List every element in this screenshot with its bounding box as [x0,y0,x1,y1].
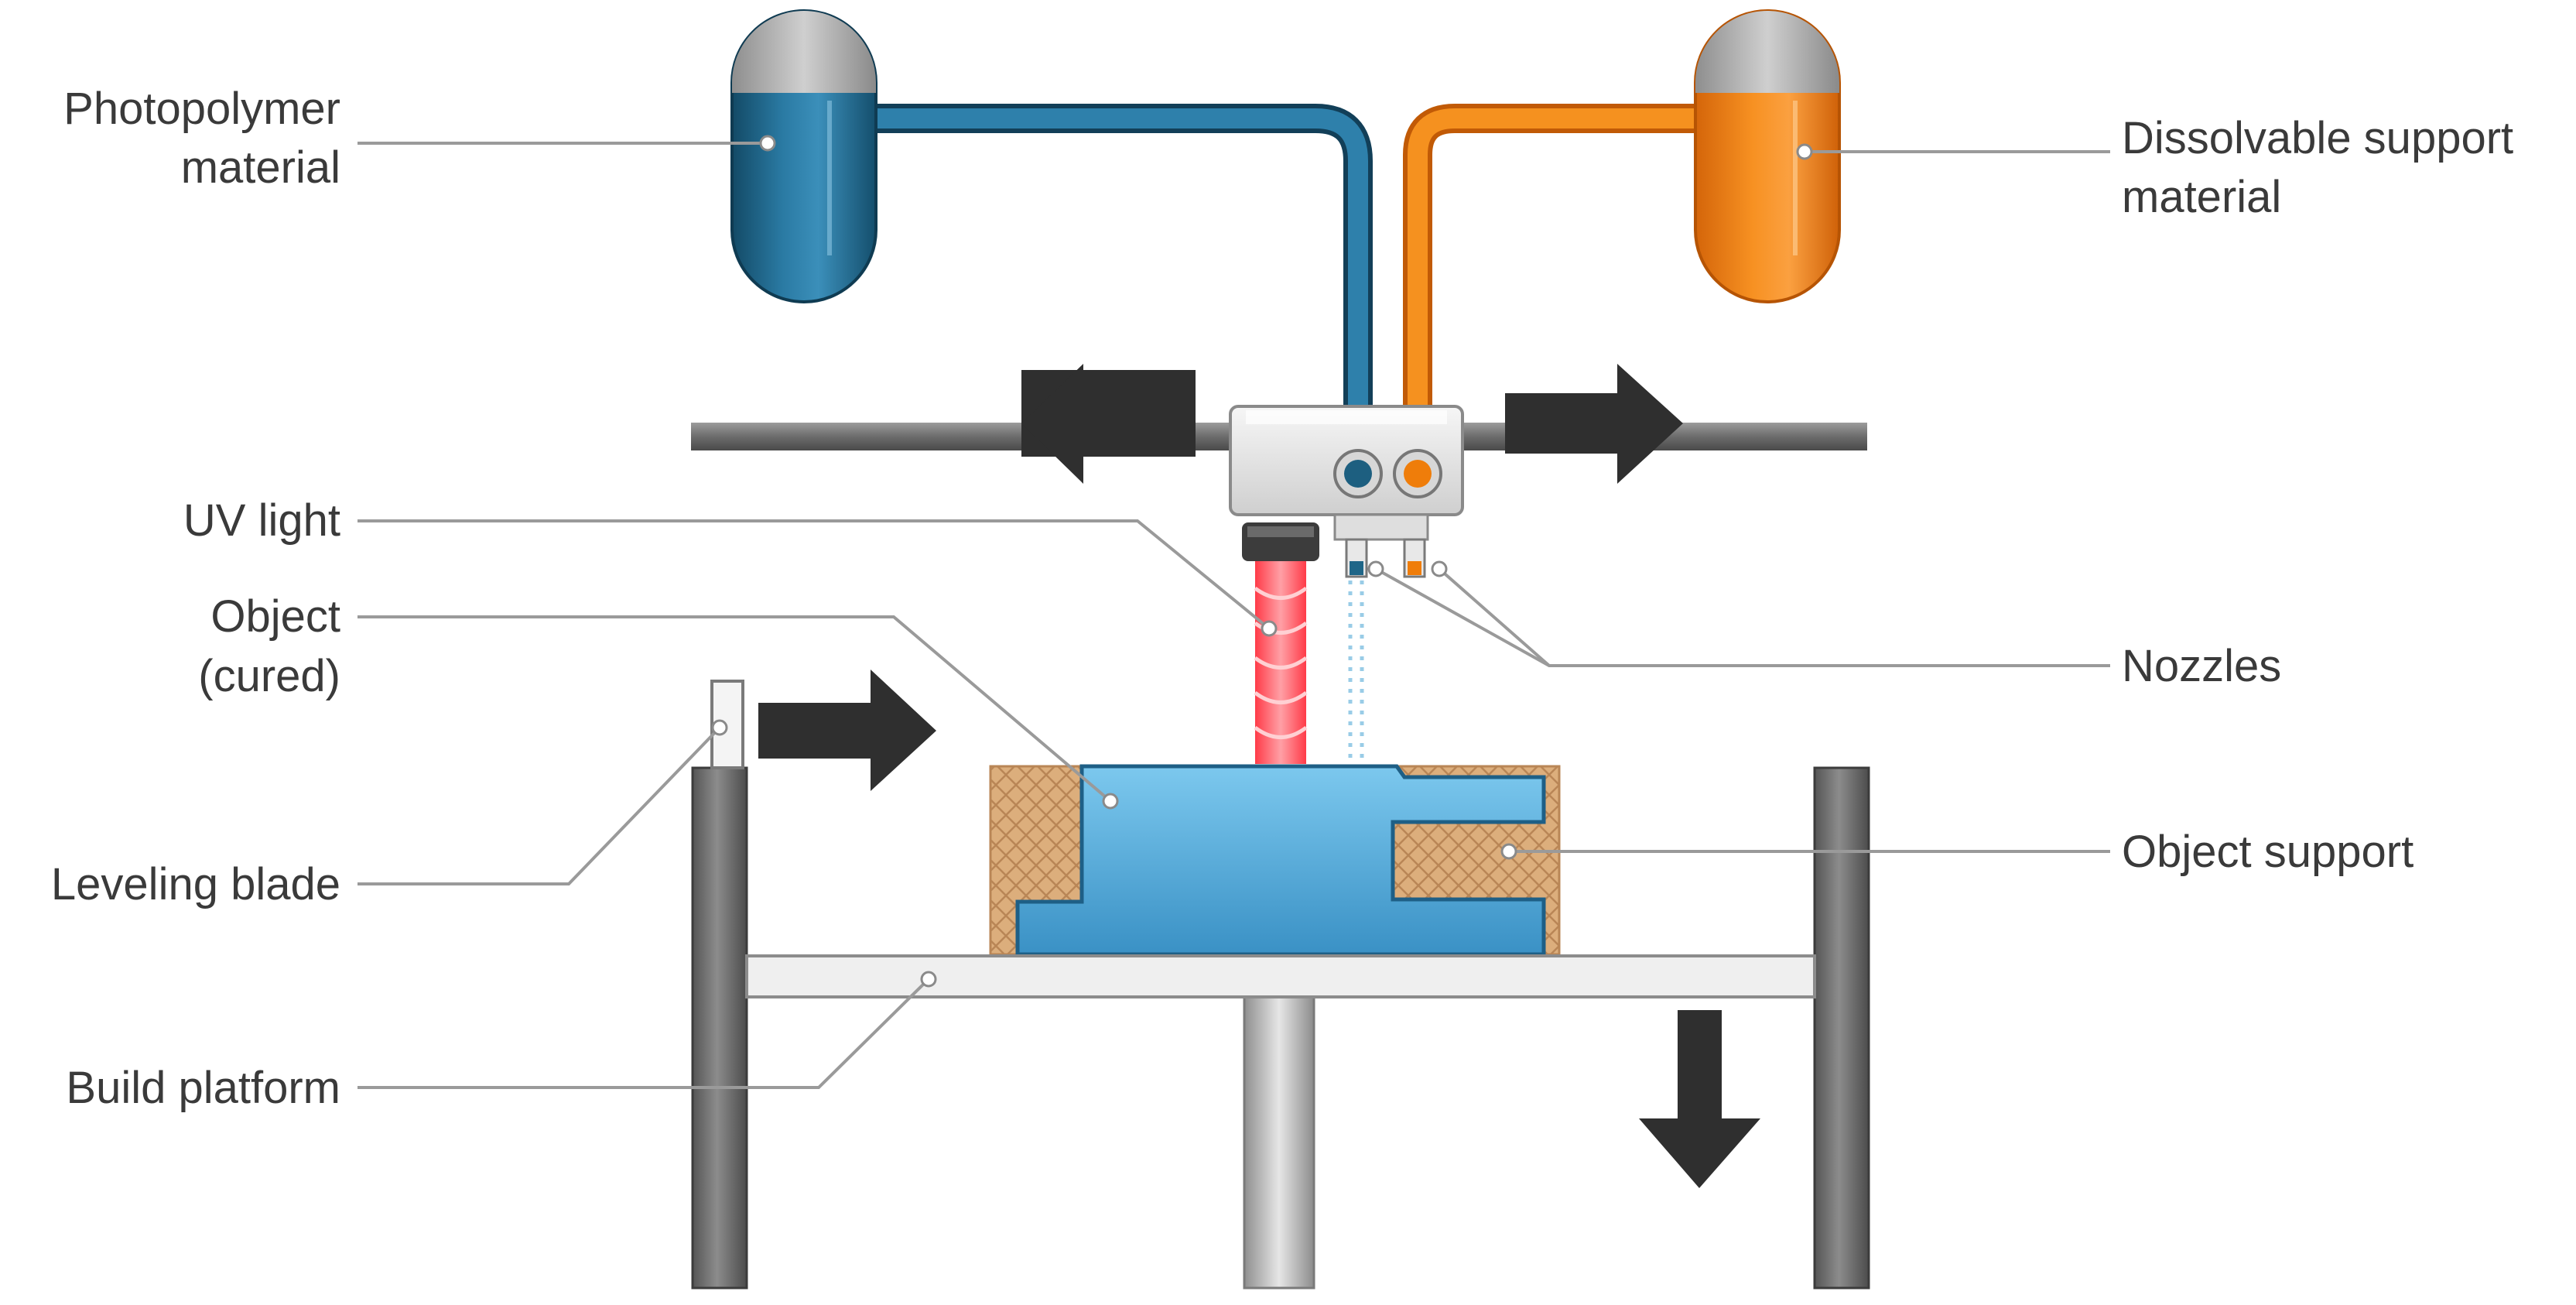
label-photopolymer-line2: material [181,142,340,193]
nozzles [1345,538,1426,578]
arrow-down-icon [1639,1010,1760,1188]
leader-lines [357,142,2110,1089]
label-object-line2: (cured) [198,651,340,701]
label-photopolymer-line1: Photopolymer [63,84,340,134]
label-object-line1: Object [210,591,340,642]
arrow-right-icon [1505,364,1683,484]
center-column [1243,995,1315,1290]
label-dissolvable-line2: material [2122,172,2281,222]
left-frame-post [691,766,748,1290]
leader-dots [711,135,1813,988]
arrow-right-icon [758,670,936,791]
photopolymer-tank [730,9,877,303]
arrow-left-icon [1021,364,1196,484]
support-material-tank [1694,9,1841,303]
label-object-support: Object support [2122,827,2414,877]
label-nozzles: Nozzles [2122,641,2281,691]
uv-light-beam [1254,561,1308,764]
cured-object [1015,764,1546,957]
label-leveling-blade: Leveling blade [51,859,340,909]
label-build-platform: Build platform [66,1063,340,1113]
photopolymer-tube [836,104,1373,471]
build-platform [745,954,1816,998]
right-frame-post [1813,766,1870,1290]
label-uv-light: UV light [183,495,340,546]
label-dissolvable-line1: Dissolvable support [2122,113,2513,163]
jetted-droplets [1348,581,1364,762]
uv-lamp [1242,522,1319,561]
print-head [1229,405,1464,541]
support-material-tube [1403,104,1717,471]
